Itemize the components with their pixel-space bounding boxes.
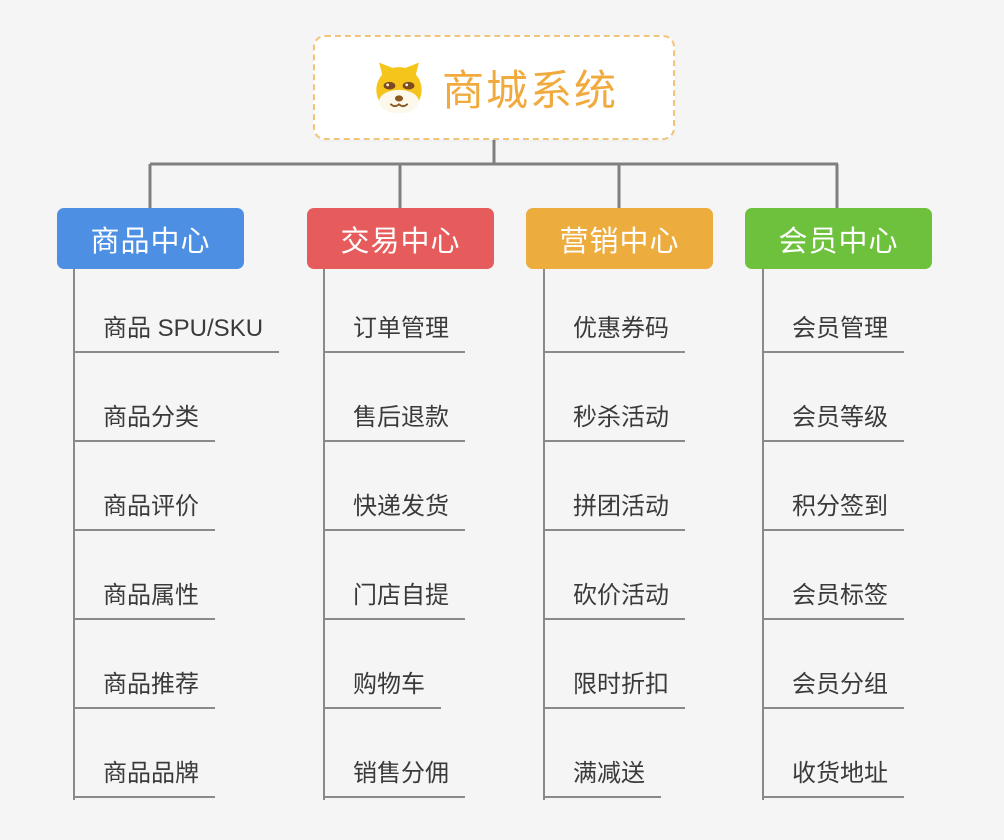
tree-item[interactable]: 销售分佣	[323, 759, 465, 798]
tree-item[interactable]: 会员等级	[762, 403, 904, 442]
subtree-line	[73, 269, 75, 800]
subtree-trade: 订单管理 售后退款 快递发货 门店自提 购物车 销售分佣	[323, 269, 563, 802]
branch-label: 营销中心	[559, 225, 680, 258]
branch-members[interactable]: 会员中心	[745, 208, 932, 269]
tree-item[interactable]: 售后退款	[323, 403, 465, 442]
tree-item[interactable]: 商品属性	[73, 581, 215, 620]
doge-icon	[370, 59, 428, 117]
root-title: 商城系统	[441, 67, 618, 114]
subtree-line	[323, 269, 325, 800]
tree-item[interactable]: 购物车	[323, 670, 441, 709]
branch-trade[interactable]: 交易中心	[307, 208, 494, 269]
tree-item[interactable]: 商品品牌	[73, 759, 215, 798]
tree-item[interactable]: 砍价活动	[543, 581, 685, 620]
tree-item[interactable]: 门店自提	[323, 581, 465, 620]
tree-item[interactable]: 快递发货	[323, 492, 465, 531]
subtree-marketing: 优惠券码 秒杀活动 拼团活动 砍价活动 限时折扣 满减送	[543, 269, 783, 802]
branch-products[interactable]: 商品中心	[57, 208, 244, 269]
root-node[interactable]: 商城系统	[313, 35, 675, 140]
tree-item[interactable]: 积分签到	[762, 492, 904, 531]
tree-item[interactable]: 限时折扣	[543, 670, 685, 709]
branch-label: 交易中心	[340, 225, 461, 258]
tree-item[interactable]: 秒杀活动	[543, 403, 685, 442]
tree-item[interactable]: 商品 SPU/SKU	[73, 314, 280, 353]
branch-label: 商品中心	[90, 225, 211, 258]
tree-item[interactable]: 会员管理	[762, 314, 904, 353]
tree-item[interactable]: 拼团活动	[543, 492, 685, 531]
tree-item[interactable]: 商品评价	[73, 492, 215, 531]
tree-item[interactable]: 满减送	[543, 759, 661, 798]
tree-item[interactable]: 订单管理	[323, 314, 465, 353]
branch-marketing[interactable]: 营销中心	[526, 208, 713, 269]
tree-item[interactable]: 会员分组	[762, 670, 904, 709]
subtree-line	[762, 269, 764, 800]
subtree-line	[543, 269, 545, 800]
subtree-products: 商品 SPU/SKU 商品分类 商品评价 商品属性 商品推荐 商品品牌	[73, 269, 313, 802]
branch-label: 会员中心	[778, 225, 899, 258]
subtree-members: 会员管理 会员等级 积分签到 会员标签 会员分组 收货地址	[762, 269, 1002, 802]
tree-item[interactable]: 商品分类	[73, 403, 215, 442]
tree-item[interactable]: 收货地址	[762, 759, 904, 798]
tree-item[interactable]: 会员标签	[762, 581, 904, 620]
tree-item[interactable]: 商品推荐	[73, 670, 215, 709]
tree-item[interactable]: 优惠券码	[543, 314, 685, 353]
